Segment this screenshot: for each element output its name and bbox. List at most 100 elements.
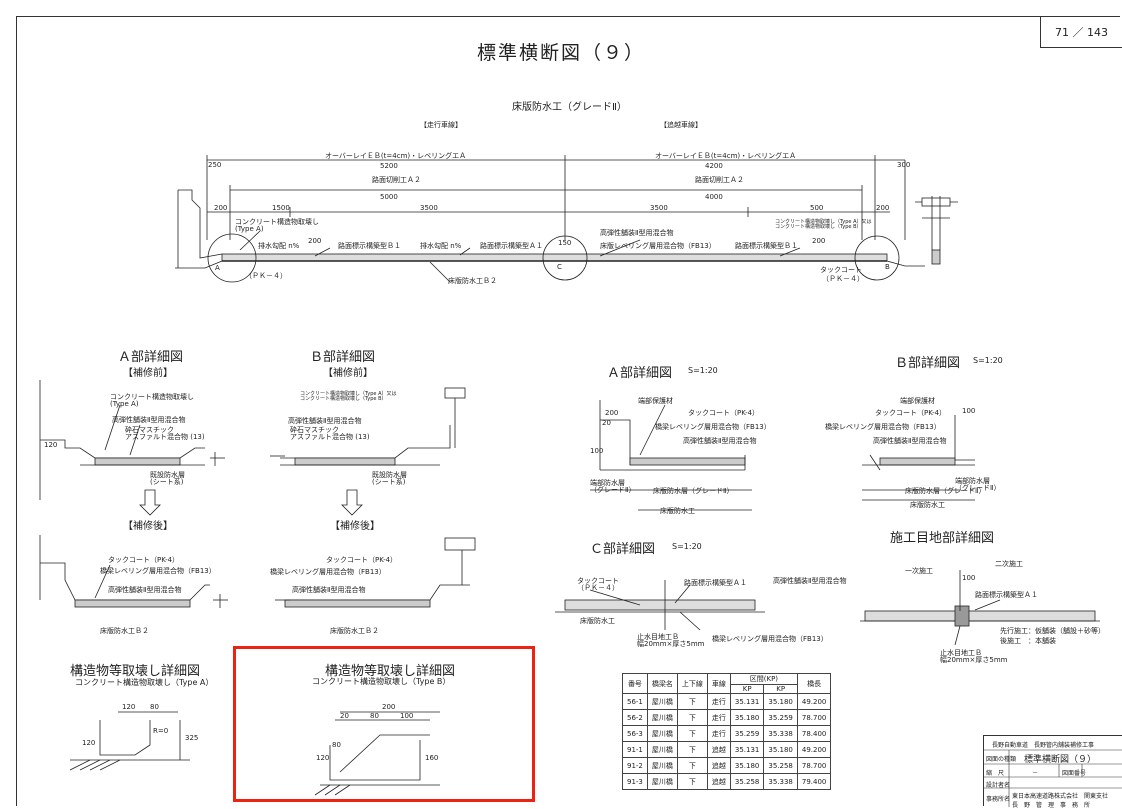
detail-a-scale-l4: 高弾性舗装Ⅱ型用混合物: [683, 437, 757, 445]
detail-b-before-l1: コンクリート構造物取壊し（Type A）又は コンクリート構造物取壊し（Type…: [300, 391, 397, 402]
cell: 屋川橋: [646, 709, 678, 726]
cell: 56-2: [622, 709, 648, 726]
struct-b-d80: 80: [370, 712, 379, 720]
joint-detail-d100: 100: [962, 574, 976, 582]
circle-mark-c: C: [557, 263, 562, 271]
joint-detail-l2: 二次施工: [995, 560, 1023, 568]
cell: 35.131: [729, 693, 765, 710]
struct-b-title: 構造物等取壊し詳細図: [325, 664, 456, 679]
kp-header-direction: 上下線: [676, 673, 708, 694]
detail-a-scale-d200: 200: [605, 409, 619, 417]
detail-b-before-l4: 既設防水層 (シート系): [372, 471, 407, 486]
detail-c-scale-scale: S=1:20: [672, 542, 702, 551]
title-block-grid: [984, 749, 1122, 807]
concrete-right-label: コンクリート構造物取壊し（Type A）又は コンクリート構造物取壊し（Type…: [775, 219, 872, 230]
after-label-a: 【補修後】: [123, 521, 173, 532]
struct-b-d100: 100: [400, 712, 414, 720]
after-label-b: 【補修後】: [330, 521, 380, 532]
dim-250: 250: [208, 161, 222, 169]
detail-a-after-l2: 橋梁レベリング層用混合物（FB13）: [100, 567, 216, 575]
circle-mark-a: A: [215, 264, 220, 272]
detail-a-scale-l7: 床版防水工: [660, 507, 695, 515]
cell: 追越: [706, 773, 731, 790]
cell: 35.338: [763, 773, 798, 790]
title-block-number-label: 図面番号: [1062, 770, 1087, 777]
cell: 下: [676, 757, 708, 774]
dim-5000: 5000: [380, 193, 398, 201]
dim-150: 150: [558, 239, 572, 247]
lane-left: 【走行車線】: [420, 121, 462, 129]
kp-header-no: 番号: [622, 673, 648, 694]
kp-header-bridge: 橋梁名: [646, 673, 678, 694]
detail-b-scale-l6: 床版防水層（グレードⅡ）: [905, 487, 986, 495]
detail-a-after-l3: 高弾性舗装Ⅱ型用混合物: [108, 586, 182, 594]
detail-b-before-l3: 砕石マスチック アスファルト混合物 (13): [290, 426, 370, 441]
detail-a-before-l3: 砕石マスチック アスファルト混合物 (13): [125, 426, 205, 441]
struct-a-title: 構造物等取壊し詳細図: [70, 664, 201, 679]
detail-b-scale-l3: 橋梁レベリング層用混合物（FB13）: [825, 423, 941, 431]
cell: 91-1: [622, 741, 648, 758]
joint-detail-drawing: [860, 570, 1100, 646]
joint-detail-l4: 先行施工：仮舗装（舗設＋砂等）: [1000, 627, 1105, 635]
cell: 35.180: [763, 741, 798, 758]
detail-a-scale-d100: 100: [590, 447, 604, 455]
dim-1500: 1500: [272, 204, 290, 212]
detail-b-after-l2: 橋梁レベリング層用混合物（FB13）: [270, 568, 386, 576]
title-block-designer-label: 設計者名: [986, 782, 1011, 789]
detail-c-scale-l4: 床版防水工: [580, 617, 615, 625]
detail-c-scale-drawing: [555, 580, 765, 631]
joint-detail-l1: 一次施工: [905, 567, 933, 575]
cell: 屋川橋: [646, 773, 678, 790]
kp-header-lane: 車線: [706, 673, 731, 694]
cell: 79.400: [796, 773, 832, 790]
struct-b-subtitle: コンクリート構造物取壊し（Type B）: [312, 677, 451, 686]
overlay-left: オーバーレイＥＢ(t=4cm)・レベリングエＡ: [325, 152, 467, 160]
cell: 91-2: [622, 757, 648, 774]
title-block-drawing-type-label: 図面の種類: [986, 756, 1017, 763]
detail-a-scale-l6: 床版防水層（グレードⅡ）: [653, 487, 734, 495]
drawing-frame: [16, 16, 1120, 806]
title-block-office-label: 事務所名: [986, 796, 1011, 803]
cell: 屋川橋: [646, 725, 678, 742]
main-cross-section: [175, 155, 958, 283]
joint-detail-title: 施工目地部詳細図: [890, 531, 995, 546]
cell: 56-1: [622, 693, 648, 710]
cell: 35.258: [763, 757, 798, 774]
detail-b-scale-l4: 高弾性舗装Ⅱ型用混合物: [873, 437, 947, 445]
detail-b-before-drawing: [270, 387, 466, 466]
detail-a-scale-scale: S=1:20: [688, 366, 718, 375]
detail-a-after-drawing: [39, 535, 228, 608]
detail-b-after-l4: 床版防水工Ｂ２: [330, 627, 379, 635]
dim-4200: 4200: [705, 162, 723, 170]
struct-a-r: R=0: [153, 727, 169, 735]
cell: 49.200: [796, 693, 832, 710]
cell: 91-3: [622, 773, 648, 790]
cutting-left: 路面切削工Ａ２: [372, 176, 421, 184]
detail-b-scale-d100: 100: [962, 407, 976, 415]
joint-detail-l6: 止水目地工Ｂ 幅20mm×厚さ5mm: [940, 649, 1008, 664]
struct-a-subtitle: コンクリート構造物取壊し（Type A）: [75, 678, 214, 687]
detail-b-after-l1: タックコート（PK-4）: [326, 556, 398, 564]
detail-b-after-drawing: [275, 537, 476, 608]
detail-b-before-l2: 高弾性舗装Ⅱ型用混合物: [288, 417, 362, 425]
cell: 56-3: [622, 725, 648, 742]
highlight-box: [233, 646, 535, 802]
cell: 下: [676, 693, 708, 710]
cell: 35.258: [729, 773, 765, 790]
detail-a-scale-l2: タックコート（PK-4）: [688, 409, 760, 417]
kp-sub-to: KP: [763, 684, 798, 694]
lane-right: 【追越車線】: [660, 121, 702, 129]
pk4-right: （ＰＫ－４）: [822, 275, 864, 283]
joint-detail-l3: 路面標示構築型Ａ１: [975, 591, 1038, 599]
detail-a-scale-l5: 端部防水層 （グレードⅡ）: [590, 479, 636, 494]
page-counter: 71 ／ 143: [1040, 16, 1122, 48]
detail-a-before-drawing: [39, 380, 225, 500]
cell: 35.131: [729, 741, 765, 758]
detail-a-before-l4: 既設防水層 (シート系): [150, 471, 185, 486]
floor-waterproof-label: 床版防水工Ｂ２: [448, 277, 497, 285]
arrow-down-a: [139, 489, 161, 516]
detail-b-scale-l5: 端部防水層 （グレードⅡ）: [955, 477, 1001, 492]
